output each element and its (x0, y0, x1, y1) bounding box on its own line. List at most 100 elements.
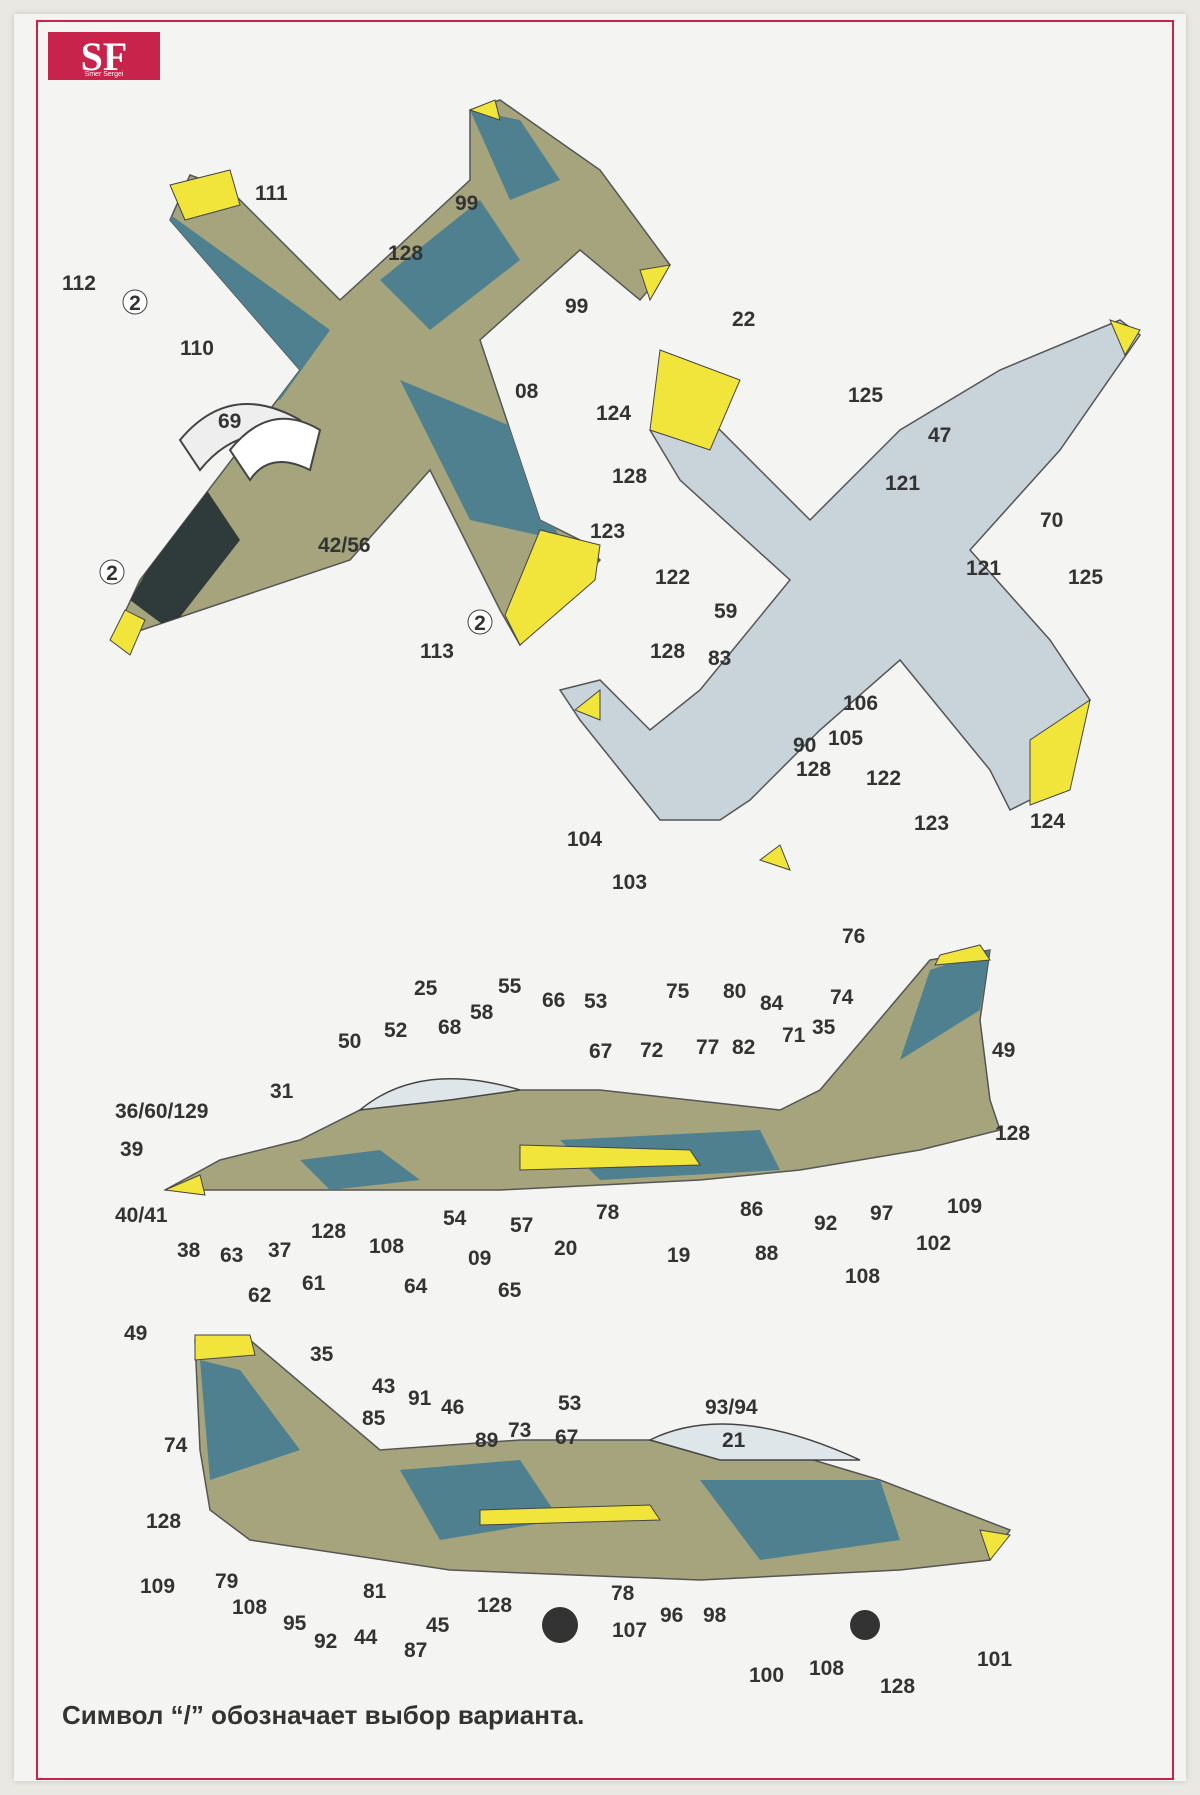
callout-label: 79 (215, 1570, 238, 1593)
callout-label: 89 (475, 1429, 498, 1452)
callout-label: 44 (354, 1626, 378, 1649)
callout-label: 98 (703, 1604, 727, 1627)
callout-label: 92 (814, 1212, 837, 1235)
callout-label: 22 (732, 308, 755, 331)
callout-label: 122 (655, 566, 690, 589)
callout-label: 39 (120, 1138, 143, 1161)
left-side-view-aircraft (163, 944, 1001, 1196)
fuel-drop-icon-3: 2 (467, 609, 493, 635)
callout-label: 61 (302, 1272, 326, 1295)
callout-label: 82 (732, 1036, 755, 1059)
callout-label: 71 (782, 1024, 806, 1047)
callout-label: 108 (809, 1657, 844, 1680)
callout-label: 103 (612, 871, 647, 894)
callout-label: 87 (404, 1639, 427, 1662)
callout-label: 100 (749, 1664, 784, 1687)
callout-label: 52 (384, 1019, 407, 1042)
callout-label: 21 (722, 1429, 746, 1452)
callout-label: 109 (947, 1195, 982, 1218)
callout-label: 78 (611, 1582, 635, 1605)
callout-label: 78 (596, 1201, 620, 1224)
callout-label: 122 (866, 767, 901, 790)
callout-label: 88 (755, 1242, 779, 1265)
right-side-view-aircraft (194, 1334, 1012, 1643)
callout-label: 128 (388, 242, 423, 265)
callout-label: 128 (880, 1675, 915, 1698)
nose-gear-wheel (850, 1610, 880, 1640)
callout-label: 83 (708, 647, 731, 670)
callout-label: 85 (362, 1407, 386, 1430)
legend-caption: Символ “/” обозначает выбор варианта. (62, 1700, 585, 1730)
brand-logo: SF Smer Sergei (48, 32, 160, 80)
callout-label: 128 (311, 1220, 346, 1243)
fuel-icon-label: 2 (129, 292, 141, 315)
callout-label: 128 (612, 465, 647, 488)
callout-label: 47 (928, 424, 951, 447)
top-view-aircraft (109, 99, 671, 656)
callout-label: 128 (650, 640, 685, 663)
callout-label: 107 (612, 1619, 647, 1642)
callout-label: 43 (372, 1375, 395, 1398)
callout-label: 19 (667, 1244, 690, 1267)
callout-label: 108 (369, 1235, 404, 1258)
callout-label: 64 (404, 1275, 428, 1298)
top-view-labels: 111 99 128 112 99 110 08 69 128 42/56 11… (62, 182, 647, 663)
main-gear-wheel (542, 1607, 578, 1643)
callout-label: 45 (426, 1614, 450, 1637)
callout-label: 125 (1068, 566, 1103, 589)
callout-label: 67 (589, 1040, 612, 1063)
callout-label: 112 (62, 272, 96, 295)
callout-label: 121 (966, 557, 1001, 580)
callout-label: 109 (140, 1575, 175, 1598)
logo-subtext: Smer Sergei (85, 71, 124, 78)
callout-label: 123 (590, 520, 625, 543)
callout-label: 69 (218, 410, 241, 433)
callout-label: 68 (438, 1016, 462, 1039)
fuel-icon-label: 2 (474, 612, 486, 635)
callout-label: 105 (828, 727, 863, 750)
callout-label: 73 (508, 1419, 531, 1442)
callout-label: 46 (441, 1396, 464, 1419)
callout-label: 66 (542, 989, 565, 1012)
callout-label: 49 (992, 1039, 1015, 1062)
callout-label: 90 (793, 734, 816, 757)
callout-label: 110 (180, 337, 214, 360)
callout-label: 58 (470, 1001, 494, 1024)
callout-label: 86 (740, 1198, 763, 1221)
callout-label: 55 (498, 975, 522, 998)
callout-label: 124 (1030, 810, 1065, 833)
callout-label: 128 (995, 1122, 1030, 1145)
callout-label: 37 (268, 1239, 291, 1262)
callout-label: 74 (164, 1434, 188, 1457)
callout-label: 74 (830, 986, 854, 1009)
callout-label: 49 (124, 1322, 147, 1345)
right-view-labels: 49 35 43 91 46 53 93/94 85 89 73 67 21 7… (124, 1322, 1012, 1698)
callout-label: 31 (270, 1080, 294, 1103)
bottom-view-aircraft (558, 319, 1142, 871)
bottom-view-labels: 22 125 124 47 121 70 123 121 122 125 59 … (567, 308, 1103, 894)
callout-label: 54 (443, 1207, 467, 1230)
callout-label: 36/60/129 (115, 1100, 208, 1123)
callout-label: 75 (666, 980, 690, 1003)
callout-label: 128 (146, 1510, 181, 1533)
callout-label: 50 (338, 1030, 361, 1053)
callout-label: 81 (363, 1580, 387, 1603)
callout-label: 53 (558, 1392, 581, 1415)
callout-label: 101 (977, 1648, 1012, 1671)
callout-label: 97 (870, 1202, 893, 1225)
callout-label: 99 (565, 295, 588, 318)
fuel-drop-icon-1: 2 (122, 289, 148, 315)
callout-label: 93/94 (705, 1396, 758, 1419)
callout-label: 95 (283, 1612, 307, 1635)
callout-label: 67 (555, 1426, 578, 1449)
callout-label: 77 (696, 1036, 719, 1059)
callout-label: 84 (760, 992, 784, 1015)
callout-label: 40/41 (115, 1204, 168, 1227)
callout-label: 96 (660, 1604, 683, 1627)
callout-label: 53 (584, 990, 607, 1013)
callout-label: 35 (812, 1016, 836, 1039)
fuel-icon-label: 2 (106, 562, 118, 585)
callout-label: 92 (314, 1630, 337, 1653)
sheet-border (36, 20, 1174, 1780)
callout-label: 99 (455, 192, 478, 215)
